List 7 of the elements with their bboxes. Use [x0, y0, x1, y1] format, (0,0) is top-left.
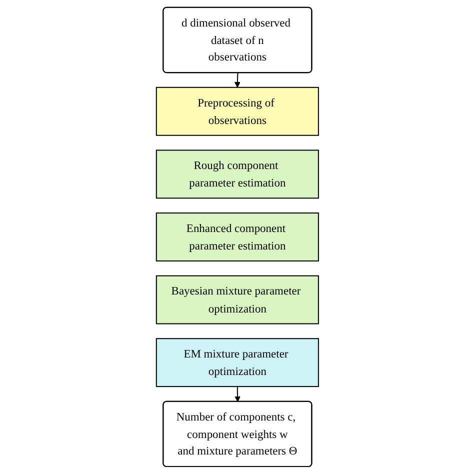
arrow [234, 72, 240, 88]
node-box: Preprocessing of observations [155, 86, 319, 136]
node-box: EM mixture parameter optimization [155, 338, 319, 388]
node-box: Bayesian mixture parameter optimization [155, 275, 319, 324]
node-box: Enhanced component parameter estimation [155, 212, 319, 262]
arrow [234, 386, 240, 402]
node-box: Rough component parameter estimation [155, 150, 319, 199]
